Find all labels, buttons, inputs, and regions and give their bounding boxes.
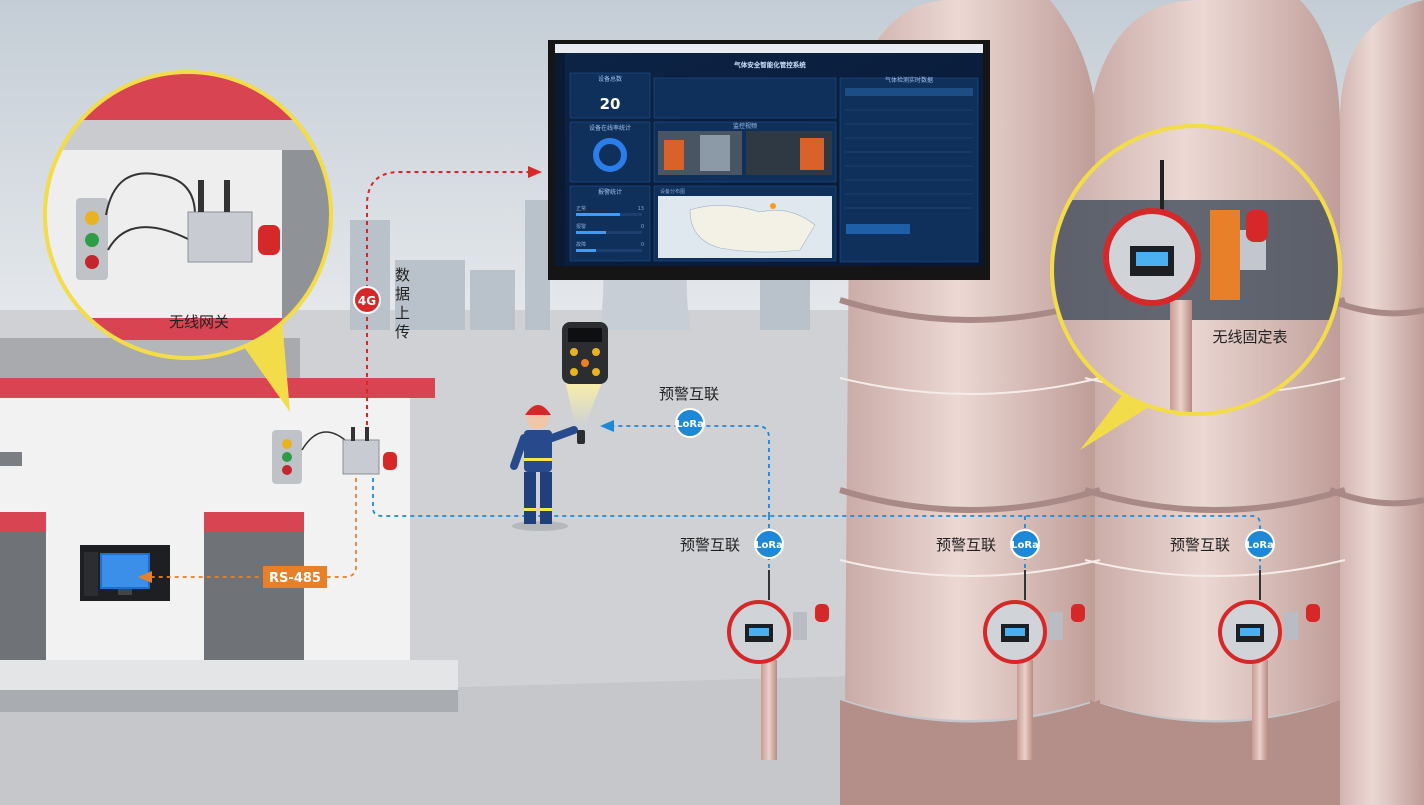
lora-label: LoRa	[676, 419, 704, 430]
detector-light-beam	[565, 380, 603, 425]
data-upload-label: 数 据 上 传	[395, 266, 410, 341]
lora-label: LoRa	[755, 540, 783, 551]
portable-detector-icon	[562, 322, 608, 444]
lora-badge: LoRa	[675, 408, 705, 438]
fixed-meter-label: 无线固定表	[1212, 328, 1287, 346]
alert-link-label: 预警互联	[680, 536, 740, 554]
fixed-detector	[727, 570, 829, 760]
fixed-meter-callout: 无线固定表	[1050, 124, 1342, 450]
gateway-callout: 无线网关	[43, 70, 333, 412]
stat-row-value: 0	[641, 224, 644, 230]
gateway-device-icon	[272, 427, 397, 484]
stat-row: 故障 0	[576, 241, 644, 252]
fixed-detector	[1218, 570, 1320, 760]
stat-row-label: 报警	[576, 223, 586, 230]
control-building	[0, 338, 458, 712]
lora-label: LoRa	[1246, 540, 1274, 551]
gateway-label: 无线网关	[169, 313, 229, 331]
arrow-to-screen-icon	[528, 166, 542, 178]
stat-row-value: 13	[638, 206, 644, 212]
alarm-stats-label: 报警统计	[598, 188, 622, 196]
monitoring-screen: 气体安全智能化管控系统 设备总数 20 设备在线率统计 报警统计 正常 13 报…	[548, 40, 990, 280]
arrow-to-computer-icon	[138, 571, 152, 583]
4g-label: 4G	[358, 294, 376, 308]
stat-row: 正常 13	[576, 205, 644, 216]
stat-row-label: 正常	[576, 205, 586, 212]
data-upload-char: 据	[395, 285, 410, 303]
stat-row-value: 0	[641, 242, 644, 248]
device-count-label: 设备总数	[598, 75, 622, 83]
lora-label: LoRa	[1011, 540, 1039, 551]
rs485-label: RS-485	[269, 571, 321, 586]
data-upload-char: 上	[395, 304, 410, 322]
alert-link-label: 预警互联	[936, 536, 996, 554]
alert-link-label: 预警互联	[659, 385, 719, 403]
worker-figure	[510, 405, 578, 531]
alert-link-label: 预警互联	[1170, 536, 1230, 554]
stat-row-label: 故障	[576, 241, 586, 248]
data-upload-char: 传	[395, 323, 410, 341]
4g-badge: 4G	[353, 286, 381, 314]
online-rate-donut	[593, 138, 627, 172]
lora-badge: LoRa	[754, 529, 784, 559]
rs485-line	[150, 478, 357, 578]
video-label: 监控视频	[733, 122, 757, 130]
realtime-label: 气体检测实时数据	[885, 76, 933, 84]
rs485-badge: RS-485	[263, 566, 327, 588]
device-count: 20	[600, 95, 621, 113]
map-marker	[770, 203, 776, 209]
dashboard-title: 气体安全智能化管控系统	[733, 60, 806, 69]
lora-badge: LoRa	[1010, 529, 1040, 559]
arrow-to-worker-icon	[600, 420, 614, 432]
data-upload-char: 数	[395, 266, 410, 284]
map-label: 设备分布图	[660, 188, 685, 195]
4g-upload-line	[366, 171, 530, 425]
online-rate-label: 设备在线率统计	[589, 124, 631, 132]
fixed-detector	[983, 570, 1085, 760]
lora-badge: LoRa	[1245, 529, 1275, 559]
computer-icon	[80, 545, 170, 601]
stat-row: 报警 0	[576, 223, 644, 234]
